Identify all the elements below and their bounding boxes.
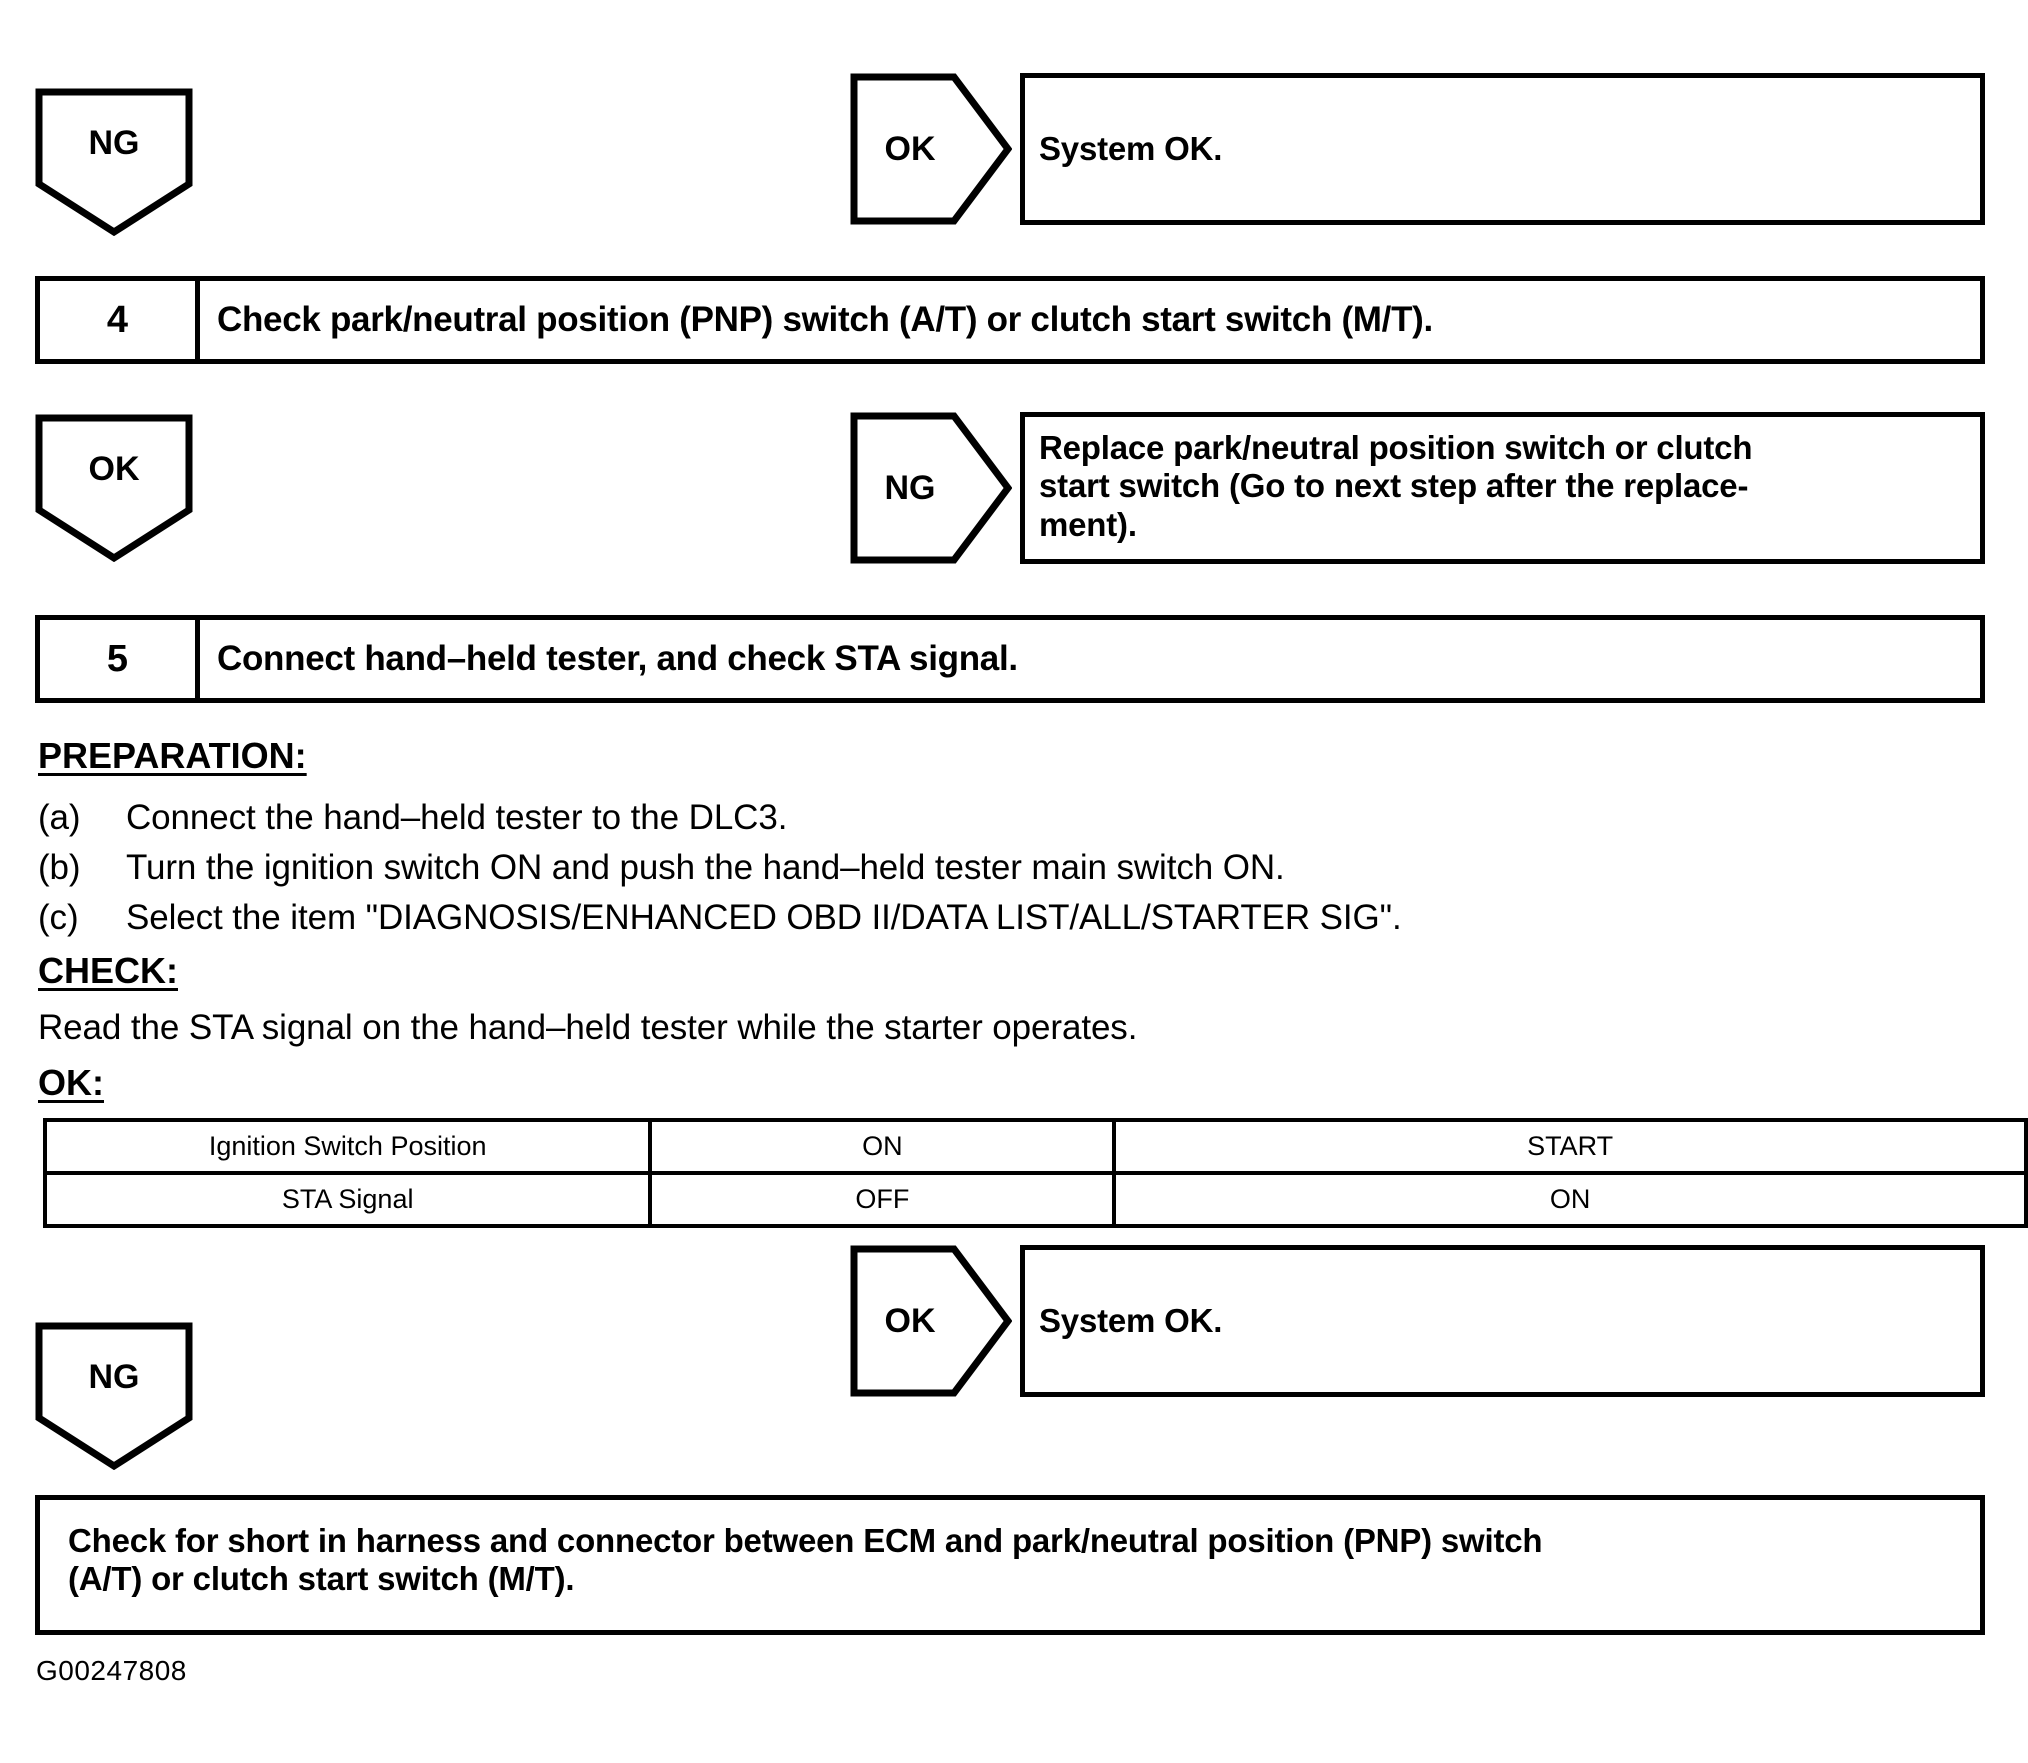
step-5-number: 5 <box>40 620 200 698</box>
check-heading: CHECK: <box>38 950 178 991</box>
cell-sta-signal-start: ON <box>1112 1171 2028 1228</box>
replace-switch-line-1: Replace park/neutral position switch or … <box>1039 429 1753 466</box>
ok-arrow-top: OK <box>850 73 1012 225</box>
step-row-4: 4 Check park/neutral position (PNP) swit… <box>35 276 1985 364</box>
preparation-item-b: (b) Turn the ignition switch ON and push… <box>38 848 1285 888</box>
ng-arrow-middle: NG <box>850 412 1012 564</box>
preparation-heading: PREPARATION: <box>38 735 307 776</box>
result-box-final-action: Check for short in harness and connector… <box>35 1495 1985 1635</box>
table-row-sta-signal: STA Signal OFF ON <box>42 1171 2028 1228</box>
result-box-system-ok-bottom: System OK. <box>1020 1245 1985 1397</box>
final-action-line-2: (A/T) or clutch start switch (M/T). <box>68 1560 575 1598</box>
ng-marker-bottom: NG <box>35 1322 193 1470</box>
cell-ignition-switch-position-label: Ignition Switch Position <box>42 1118 653 1175</box>
preparation-item-c-marker: (c) <box>38 898 79 937</box>
result-box-replace-switch: Replace park/neutral position switch or … <box>1020 412 1985 564</box>
cell-sta-signal-on: OFF <box>648 1171 1117 1228</box>
result-box-system-ok-bottom-text: System OK. <box>1039 1301 1223 1339</box>
ok-heading: OK: <box>38 1062 104 1103</box>
result-box-system-ok-top: System OK. <box>1020 73 1985 225</box>
ok-marker-middle: OK <box>35 414 193 562</box>
table-row-ignition-switch-position: Ignition Switch Position ON START <box>42 1118 2028 1175</box>
preparation-item-b-text: Turn the ignition switch ON and push the… <box>126 848 1285 887</box>
result-box-final-action-text: Check for short in harness and connector… <box>40 1500 1556 1599</box>
figure-code: G00247808 <box>36 1655 187 1686</box>
final-action-line-1: Check for short in harness and connector… <box>68 1522 1543 1559</box>
step-5-title: Connect hand–held tester, and check STA … <box>217 639 1018 678</box>
replace-switch-line-2: start switch (Go to next step after the … <box>1039 467 1749 505</box>
cell-sta-signal-label: STA Signal <box>42 1171 653 1228</box>
replace-switch-line-3: ment). <box>1039 505 1137 543</box>
cell-ignition-switch-position-on: ON <box>648 1118 1117 1175</box>
preparation-item-a: (a) Connect the hand–held tester to the … <box>38 798 787 838</box>
result-box-replace-switch-text: Replace park/neutral position switch or … <box>1025 417 1766 544</box>
preparation-item-c: (c) Select the item "DIAGNOSIS/ENHANCED … <box>38 898 1402 938</box>
preparation-item-a-marker: (a) <box>38 798 81 837</box>
preparation-item-a-text: Connect the hand–held tester to the DLC3… <box>126 798 788 837</box>
check-text: Read the STA signal on the hand–held tes… <box>38 1008 1138 1047</box>
cell-ignition-switch-position-start: START <box>1112 1118 2028 1175</box>
result-box-system-ok-top-text: System OK. <box>1039 129 1223 167</box>
preparation-item-c-text: Select the item "DIAGNOSIS/ENHANCED OBD … <box>126 898 1402 937</box>
step-row-5: 5 Connect hand–held tester, and check ST… <box>35 615 1985 703</box>
preparation-item-b-marker: (b) <box>38 848 81 887</box>
ng-marker-top: NG <box>35 88 193 236</box>
step-4-title: Check park/neutral position (PNP) switch… <box>217 300 1433 339</box>
ok-arrow-bottom: OK <box>850 1245 1012 1397</box>
sta-signal-table: Ignition Switch Position ON START STA Si… <box>42 1118 2028 1228</box>
step-4-number: 4 <box>40 281 200 359</box>
